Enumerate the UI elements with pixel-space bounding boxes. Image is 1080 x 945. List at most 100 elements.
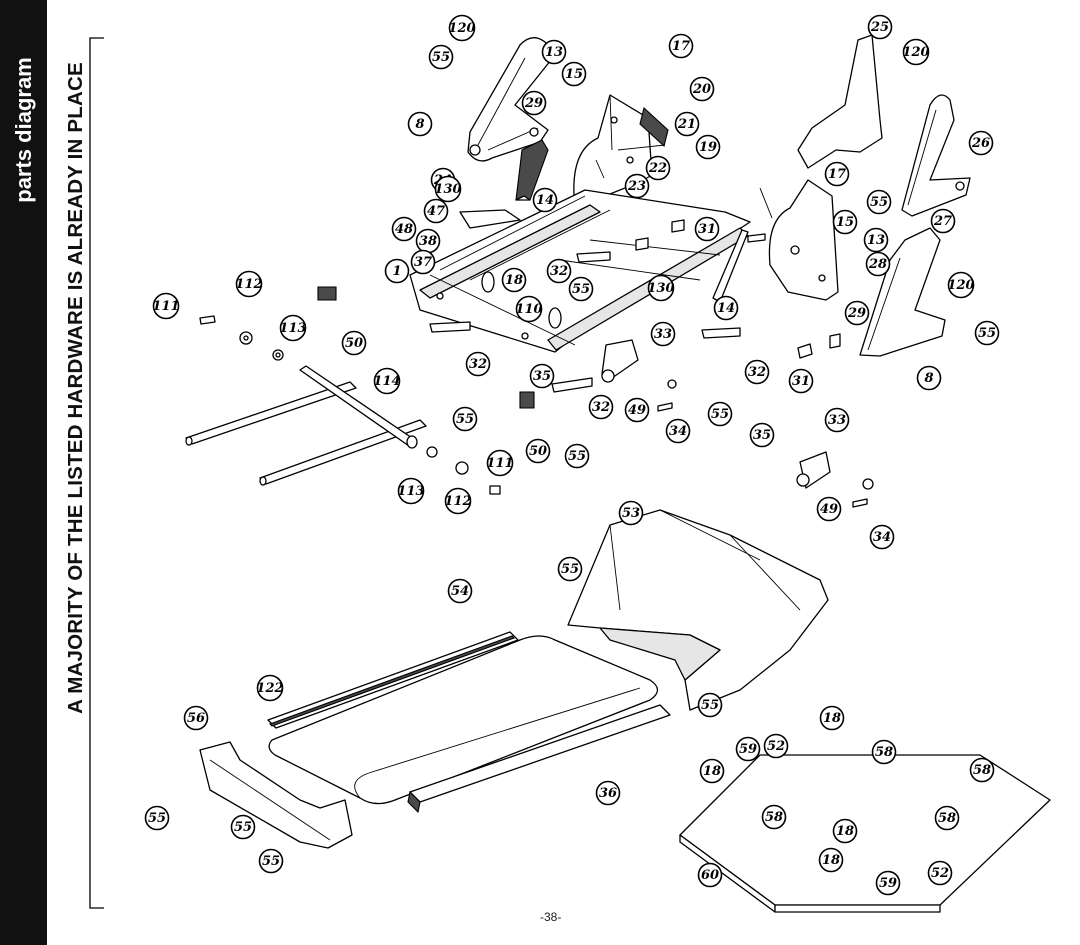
callout-label: 14 (536, 193, 554, 208)
callout-label: 36 (599, 786, 617, 801)
callout-114: 114 (373, 367, 401, 395)
callout-label: 8 (924, 371, 933, 386)
callout-55: 55 (568, 276, 594, 302)
callout-17: 17 (824, 161, 850, 187)
callout-34: 34 (665, 418, 691, 444)
callout-label: 17 (828, 167, 846, 182)
callout-58: 58 (761, 804, 787, 830)
callout-label: 13 (545, 45, 563, 60)
side-rail-right-part (407, 704, 671, 814)
callout-59: 59 (875, 870, 901, 896)
callout-label: 55 (262, 854, 280, 869)
callout-56: 56 (183, 705, 209, 731)
side-rail-part (267, 631, 519, 729)
left-upright-part (467, 37, 556, 162)
callout-22: 22 (645, 155, 671, 181)
callout-label: 32 (748, 365, 766, 380)
callout-58: 58 (969, 757, 995, 783)
callout-130: 130 (647, 274, 675, 302)
callout-label: 31 (698, 222, 716, 237)
callout-55: 55 (866, 189, 892, 215)
callout-32: 32 (546, 258, 572, 284)
callout-58: 58 (934, 805, 960, 831)
callout-113: 113 (397, 477, 425, 505)
callout-47: 47 (423, 198, 449, 224)
callout-label: 112 (235, 277, 262, 292)
callout-label: 112 (444, 494, 471, 509)
callout-label: 49 (628, 403, 646, 418)
callout-label: 17 (672, 39, 690, 54)
callout-55: 55 (258, 848, 284, 874)
callout-label: 49 (820, 502, 838, 517)
callout-18: 18 (501, 267, 527, 293)
callout-35: 35 (529, 363, 555, 389)
callout-label: 20 (692, 82, 711, 97)
callout-52: 52 (763, 733, 789, 759)
callout-label: 122 (256, 681, 283, 696)
callout-60: 60 (697, 862, 723, 888)
callout-19: 19 (695, 134, 721, 160)
callout-32: 32 (588, 394, 614, 420)
callout-14: 14 (713, 295, 739, 321)
callout-label: 15 (836, 215, 854, 230)
right-upright-part (901, 94, 971, 217)
callout-label: 55 (456, 412, 474, 427)
callout-label: 33 (654, 327, 672, 342)
callout-label: 55 (561, 562, 579, 577)
callout-8: 8 (916, 365, 942, 391)
callout-label: 18 (505, 273, 523, 288)
callout-32: 32 (744, 359, 770, 385)
callout-55: 55 (564, 443, 590, 469)
callout-50: 50 (525, 438, 551, 464)
callout-label: 52 (767, 739, 785, 754)
callout-label: 58 (875, 745, 893, 760)
callout-37: 37 (410, 249, 436, 275)
callout-18: 18 (832, 818, 858, 844)
callout-31: 31 (788, 368, 814, 394)
callout-label: 58 (973, 763, 991, 778)
callout-label: 33 (828, 413, 846, 428)
callout-label: 113 (279, 321, 306, 336)
callout-label: 29 (524, 96, 543, 111)
callout-36: 36 (595, 780, 621, 806)
callout-38: 38 (415, 228, 441, 254)
callout-label: 111 (486, 456, 513, 471)
base-crossbar-part (185, 365, 427, 486)
callout-55: 55 (697, 692, 723, 718)
callout-label: 113 (397, 484, 424, 499)
callout-label: 1 (392, 264, 401, 279)
rear-cover-part (797, 34, 883, 169)
callout-label: 130 (434, 182, 461, 197)
callout-label: 55 (870, 195, 888, 210)
rear-end-cap-part (199, 741, 353, 849)
callout-29: 29 (844, 300, 870, 326)
callout-label: 55 (568, 449, 586, 464)
callout-21: 21 (674, 111, 700, 137)
callout-15: 15 (832, 209, 858, 235)
base-board-part (679, 754, 1051, 913)
callout-label: 120 (947, 278, 974, 293)
callout-15: 15 (561, 61, 587, 87)
callout-label: 18 (823, 711, 841, 726)
callout-label: 52 (931, 866, 949, 881)
left-motor-bracket-part (573, 94, 669, 199)
callout-53: 53 (618, 500, 644, 526)
callout-59: 59 (735, 736, 761, 762)
callout-label: 58 (938, 811, 956, 826)
callout-50: 50 (341, 330, 367, 356)
callout-55: 55 (707, 401, 733, 427)
motor-hood-part (567, 509, 829, 711)
callout-label: 8 (415, 117, 424, 132)
callout-label: 55 (711, 407, 729, 422)
callout-17: 17 (668, 33, 694, 59)
callout-35: 35 (749, 422, 775, 448)
callout-55: 55 (974, 320, 1000, 346)
callout-label: 18 (836, 824, 854, 839)
callout-49: 49 (816, 496, 842, 522)
callout-27: 27 (930, 208, 956, 234)
right-motor-bracket-part (759, 179, 839, 301)
callout-112: 112 (444, 487, 472, 515)
callout-label: 55 (978, 326, 996, 341)
callout-label: 114 (373, 374, 400, 389)
